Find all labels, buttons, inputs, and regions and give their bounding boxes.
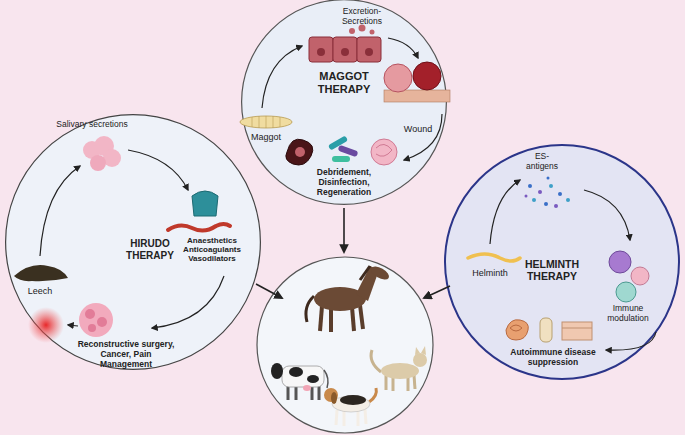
horse-body — [314, 287, 366, 311]
cow-leg — [311, 385, 314, 400]
cat-tail — [371, 350, 381, 372]
circle-shape — [6, 115, 261, 370]
cow-icon — [271, 363, 328, 400]
step-label: ES- antigens — [521, 152, 563, 172]
cow-head — [271, 363, 283, 379]
cat-leg — [407, 377, 410, 391]
horse-leg — [360, 305, 363, 329]
flow-arrow — [424, 286, 450, 298]
circle-shape — [445, 145, 679, 379]
cat-body — [381, 363, 419, 379]
step-label: Anaesthetics Anticoagulants Vasodilators — [177, 236, 247, 264]
dog-leg — [357, 411, 360, 426]
step-label: Excretion- Secretions — [336, 7, 388, 27]
dog-tail — [369, 388, 376, 402]
cat-leg — [414, 375, 415, 389]
flow-arrow — [256, 284, 282, 298]
cow-patch — [307, 375, 319, 383]
dog-icon — [324, 388, 376, 426]
cow-leg — [318, 385, 321, 400]
therapy-title: HELMINTH THERAPY — [517, 258, 587, 282]
flow-arrow — [343, 208, 345, 252]
step-label: Salivary secretions — [42, 120, 142, 130]
step-label: Debridement, Disinfection, Regeneration — [308, 168, 380, 197]
step-label: Maggot — [241, 132, 291, 142]
dog-ear — [331, 392, 337, 404]
cat-leg — [392, 377, 395, 391]
horse-leg — [329, 308, 333, 332]
step-label: Reconstructive surgery, Cancer, Pain Man… — [77, 340, 175, 369]
dog-head — [324, 388, 338, 402]
horse-mane — [360, 266, 370, 280]
dog-leg — [343, 411, 346, 426]
cat-head — [413, 353, 427, 367]
cow-body — [282, 366, 324, 387]
cow-udder — [303, 385, 311, 391]
dog-saddle — [340, 395, 366, 405]
horse-leg — [352, 307, 354, 331]
therapy-title: HIRUDO THERAPY — [121, 238, 179, 261]
cow-leg — [295, 385, 298, 400]
dog-leg — [365, 409, 366, 424]
cat-leg — [385, 376, 388, 390]
cow-tail — [324, 370, 328, 388]
step-label: Helminth — [465, 268, 515, 278]
horse-tail — [306, 296, 314, 322]
cat-ear — [421, 346, 426, 355]
therapy-circle: Excretion- SecretionsMAGGOT THERAPY Maggo… — [241, 0, 447, 205]
therapy-circle: Salivary secretionsHIRUDO THERAPY Leech An… — [5, 114, 261, 370]
circle-shape — [242, 0, 447, 204]
dog-body — [332, 396, 370, 412]
cat-icon — [371, 346, 427, 391]
step-label: Autoimmune disease suppression — [505, 348, 601, 368]
step-label: Leech — [15, 286, 65, 296]
dog-leg — [336, 410, 337, 425]
animal-circle — [257, 257, 433, 433]
cow-leg — [287, 385, 290, 400]
horse-head — [369, 264, 391, 283]
therapy-title: MAGGOT THERAPY — [312, 70, 376, 95]
step-label: Immune modulation — [601, 304, 655, 324]
horse-neck — [356, 266, 379, 301]
horse-icon — [306, 264, 391, 332]
cow-patch — [289, 367, 303, 377]
therapy-circle: ES- antigensHELMINTH THERAPYHelminthImmu… — [444, 144, 680, 380]
step-label: Wound — [393, 124, 443, 134]
cat-ear — [415, 347, 420, 355]
horse-leg — [320, 306, 322, 331]
